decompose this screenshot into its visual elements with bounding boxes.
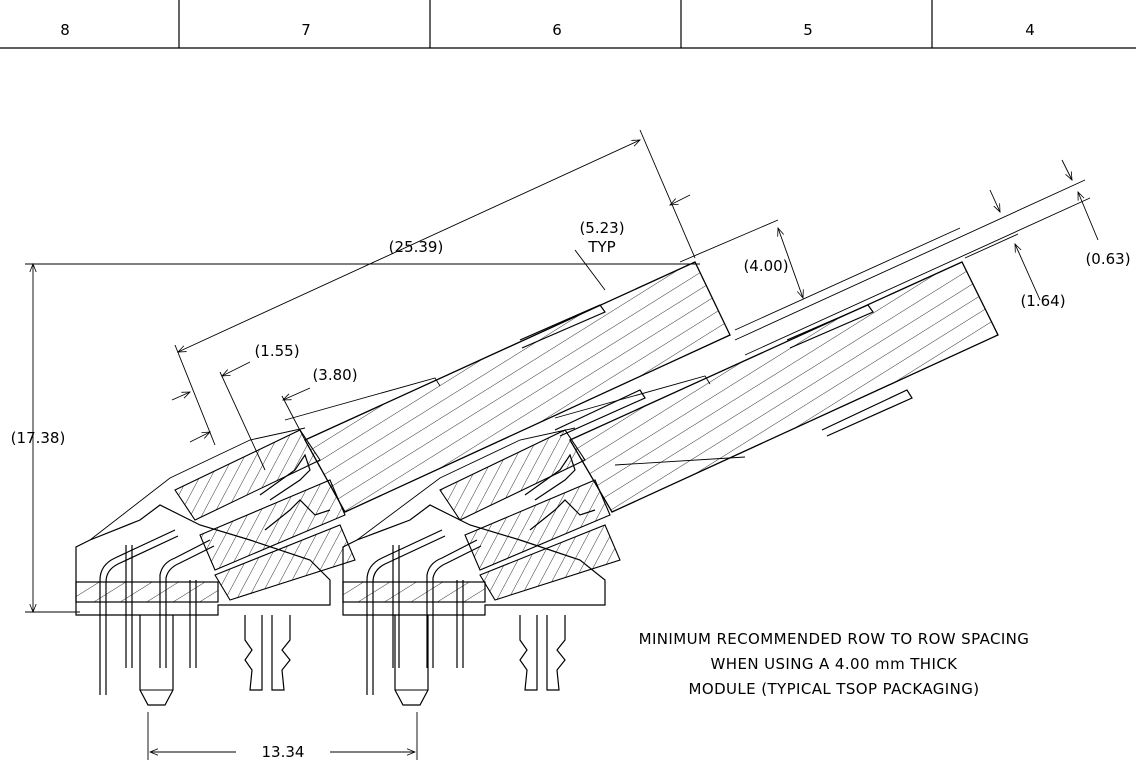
zone-border: 8 7 6 5 4 [0, 0, 1136, 49]
zone-label-8: 8 [60, 21, 70, 39]
dim-25-39: (25.39) [389, 238, 444, 256]
dim-17-38: (17.38) [11, 429, 66, 447]
zone-label-6: 6 [552, 21, 562, 39]
note-line-2: WHEN USING A 4.00 mm THICK [711, 655, 959, 673]
zone-label-5: 5 [803, 21, 813, 39]
pcb-section-left [75, 581, 219, 603]
connector-left [75, 427, 356, 706]
dim-13-34: 13.34 [262, 743, 305, 761]
dim-5-23-typ: TYP [587, 238, 615, 256]
dimension-lines [25, 129, 1099, 760]
dim-0-63: (0.63) [1085, 250, 1130, 268]
zone-label-4: 4 [1025, 21, 1035, 39]
pcb-section-right [342, 581, 486, 603]
dim-1-64: (1.64) [1020, 292, 1065, 310]
dimension-labels: (25.39) (5.23) TYP (4.00) (0.63) (1.64) … [11, 219, 1131, 761]
note-line-3: MODULE (TYPICAL TSOP PACKAGING) [689, 680, 980, 698]
dim-4-00: (4.00) [743, 257, 788, 275]
dim-1-55: (1.55) [254, 342, 299, 360]
spacing-note: MINIMUM RECOMMENDED ROW TO ROW SPACING W… [639, 630, 1030, 698]
module-lower [554, 261, 999, 513]
zone-label-7: 7 [301, 21, 311, 39]
dim-5-23: (5.23) [579, 219, 624, 237]
note-line-1: MINIMUM RECOMMENDED ROW TO ROW SPACING [639, 630, 1030, 648]
dim-3-80: (3.80) [312, 366, 357, 384]
